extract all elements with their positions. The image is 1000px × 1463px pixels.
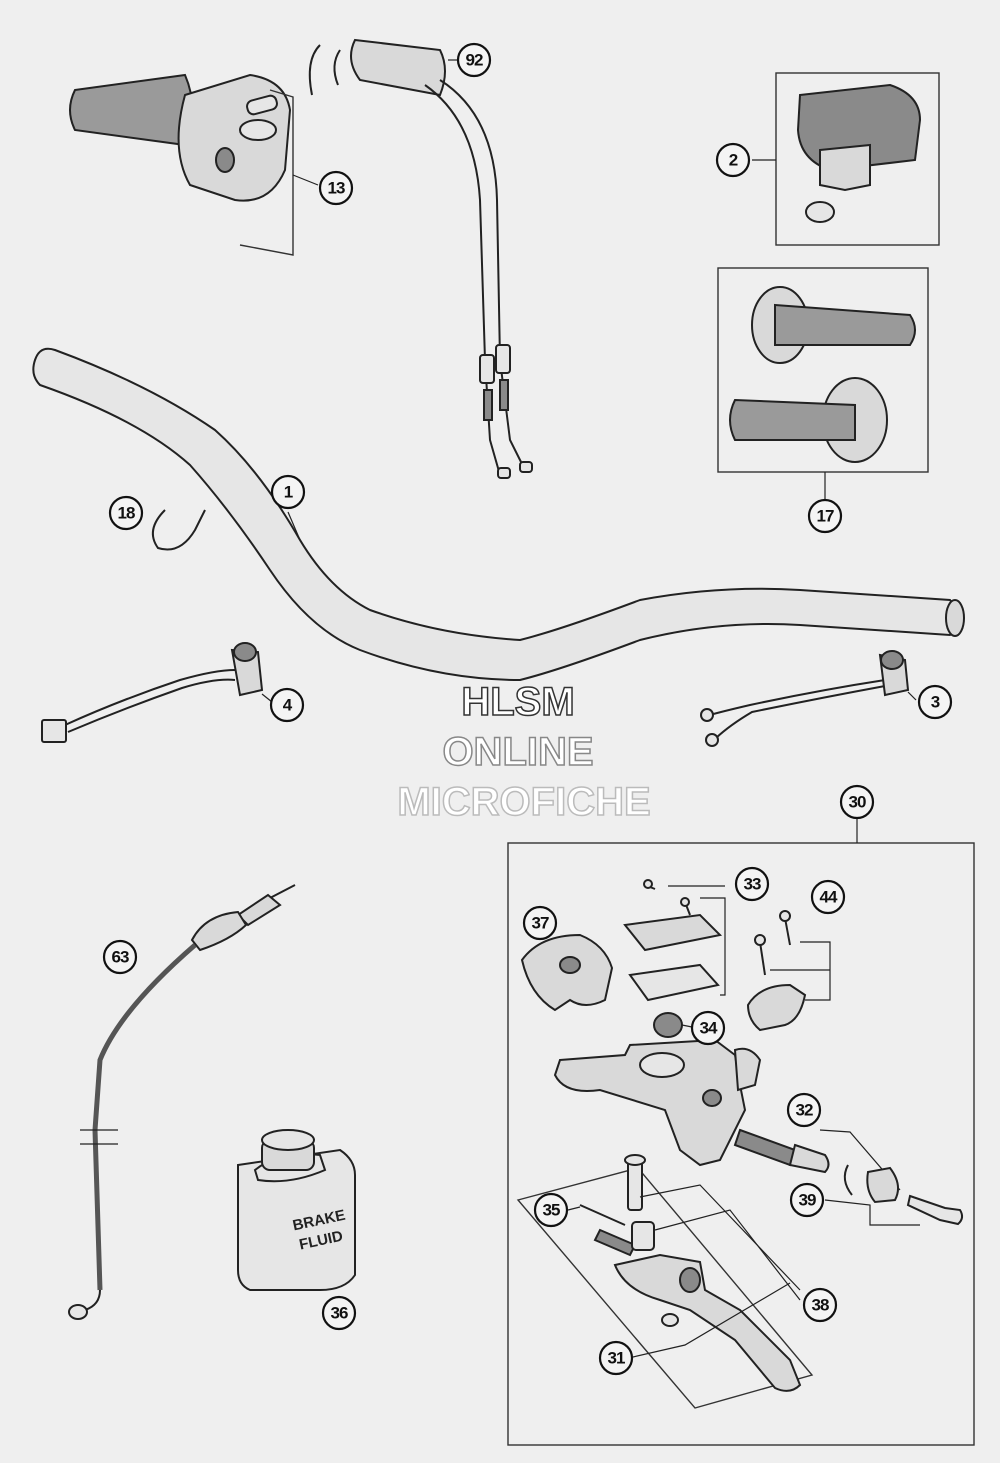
reservoir-cap-part[interactable] (653, 1012, 683, 1038)
svg-text:36: 36 (331, 1304, 348, 1323)
clamp-part[interactable] (746, 910, 807, 1032)
leader-44a (800, 941, 831, 1001)
left-switch-part[interactable] (41, 642, 264, 743)
pad-box (775, 72, 940, 246)
svg-text:34: 34 (700, 1019, 718, 1038)
svg-text:33: 33 (744, 875, 761, 894)
callout-31[interactable]: 31 (598, 1340, 634, 1376)
pushrod-boot-part[interactable] (843, 1164, 964, 1226)
callout-39[interactable]: 39 (789, 1182, 825, 1218)
svg-text:92: 92 (466, 51, 483, 70)
callout-33[interactable]: 33 (734, 866, 770, 902)
leader-4 (261, 693, 273, 703)
callout-18[interactable]: 18 (108, 495, 144, 531)
callout-92[interactable]: 92 (456, 42, 492, 78)
svg-text:13: 13 (328, 179, 345, 198)
lever-bolt-part[interactable] (624, 1154, 655, 1251)
svg-text:17: 17 (817, 507, 834, 526)
brake-fluid-can-part[interactable]: BRAKE FLUID (237, 1129, 356, 1291)
grips-box (717, 267, 929, 473)
leader-38a (639, 1184, 801, 1291)
svg-text:35: 35 (543, 1201, 560, 1220)
svg-text:39: 39 (799, 1191, 816, 1210)
callout-38[interactable]: 38 (802, 1287, 838, 1323)
callout-44[interactable]: 44 (810, 879, 846, 915)
master-cylinder-box (507, 842, 975, 1446)
svg-text:2: 2 (729, 151, 738, 170)
callout-2[interactable]: 2 (715, 142, 751, 178)
right-switch-part[interactable] (700, 650, 910, 747)
callout-35[interactable]: 35 (533, 1192, 569, 1228)
callout-3[interactable]: 3 (917, 684, 953, 720)
callout-36[interactable]: 36 (321, 1295, 357, 1331)
callout-32[interactable]: 32 (786, 1092, 822, 1128)
cable-tie-part[interactable] (151, 509, 206, 551)
throttle-cables-part[interactable] (308, 38, 533, 479)
watermark-line-1: HLSM (461, 680, 574, 724)
leader-35 (567, 1206, 581, 1211)
handlebar-pad-part[interactable] (796, 83, 922, 223)
brake-line-part[interactable] (68, 884, 296, 1320)
svg-text:3: 3 (931, 693, 940, 712)
callout-63[interactable]: 63 (102, 939, 138, 975)
leader-1 (287, 511, 301, 541)
callout-4[interactable]: 4 (269, 687, 305, 723)
leader-13 (292, 174, 319, 186)
svg-text:4: 4 (283, 696, 293, 715)
leader-33b (700, 897, 726, 996)
callout-37[interactable]: 37 (522, 905, 558, 941)
grips-part[interactable] (729, 286, 916, 463)
leader-39 (824, 1199, 920, 1226)
svg-text:30: 30 (849, 793, 866, 812)
watermark-line-2: ONLINE (442, 730, 593, 774)
callout-30[interactable]: 30 (839, 784, 875, 820)
svg-text:44: 44 (820, 888, 838, 907)
svg-text:63: 63 (112, 948, 129, 967)
callout-17[interactable]: 17 (807, 498, 843, 534)
handlebar-part[interactable] (32, 347, 965, 682)
callout-1[interactable]: 1 (270, 474, 306, 510)
svg-text:18: 18 (118, 504, 135, 523)
svg-text:37: 37 (532, 914, 549, 933)
piston-spring-part[interactable] (733, 1128, 830, 1174)
leader-31 (632, 1282, 791, 1358)
throttle-bracket-line (239, 89, 294, 256)
watermark-line-3: MICROFICHE (397, 780, 650, 824)
reservoir-cover-part[interactable] (623, 879, 723, 1002)
leader-38b (654, 1209, 801, 1301)
callout-34[interactable]: 34 (690, 1010, 726, 1046)
svg-text:1: 1 (284, 483, 293, 502)
lever-cover-part[interactable] (520, 933, 614, 1012)
svg-text:32: 32 (796, 1101, 813, 1120)
throttle-grip-part[interactable] (69, 73, 292, 202)
lever-assembly-box (516, 1167, 814, 1409)
pin-spring-part[interactable] (579, 1204, 637, 1257)
callout-13[interactable]: 13 (318, 170, 354, 206)
svg-text:38: 38 (812, 1296, 829, 1315)
master-cylinder-body-part[interactable] (553, 1038, 762, 1167)
svg-text:31: 31 (608, 1349, 625, 1368)
leader-3 (907, 691, 917, 701)
leader-34 (681, 1024, 693, 1028)
brake-lever-part[interactable] (613, 1253, 802, 1392)
